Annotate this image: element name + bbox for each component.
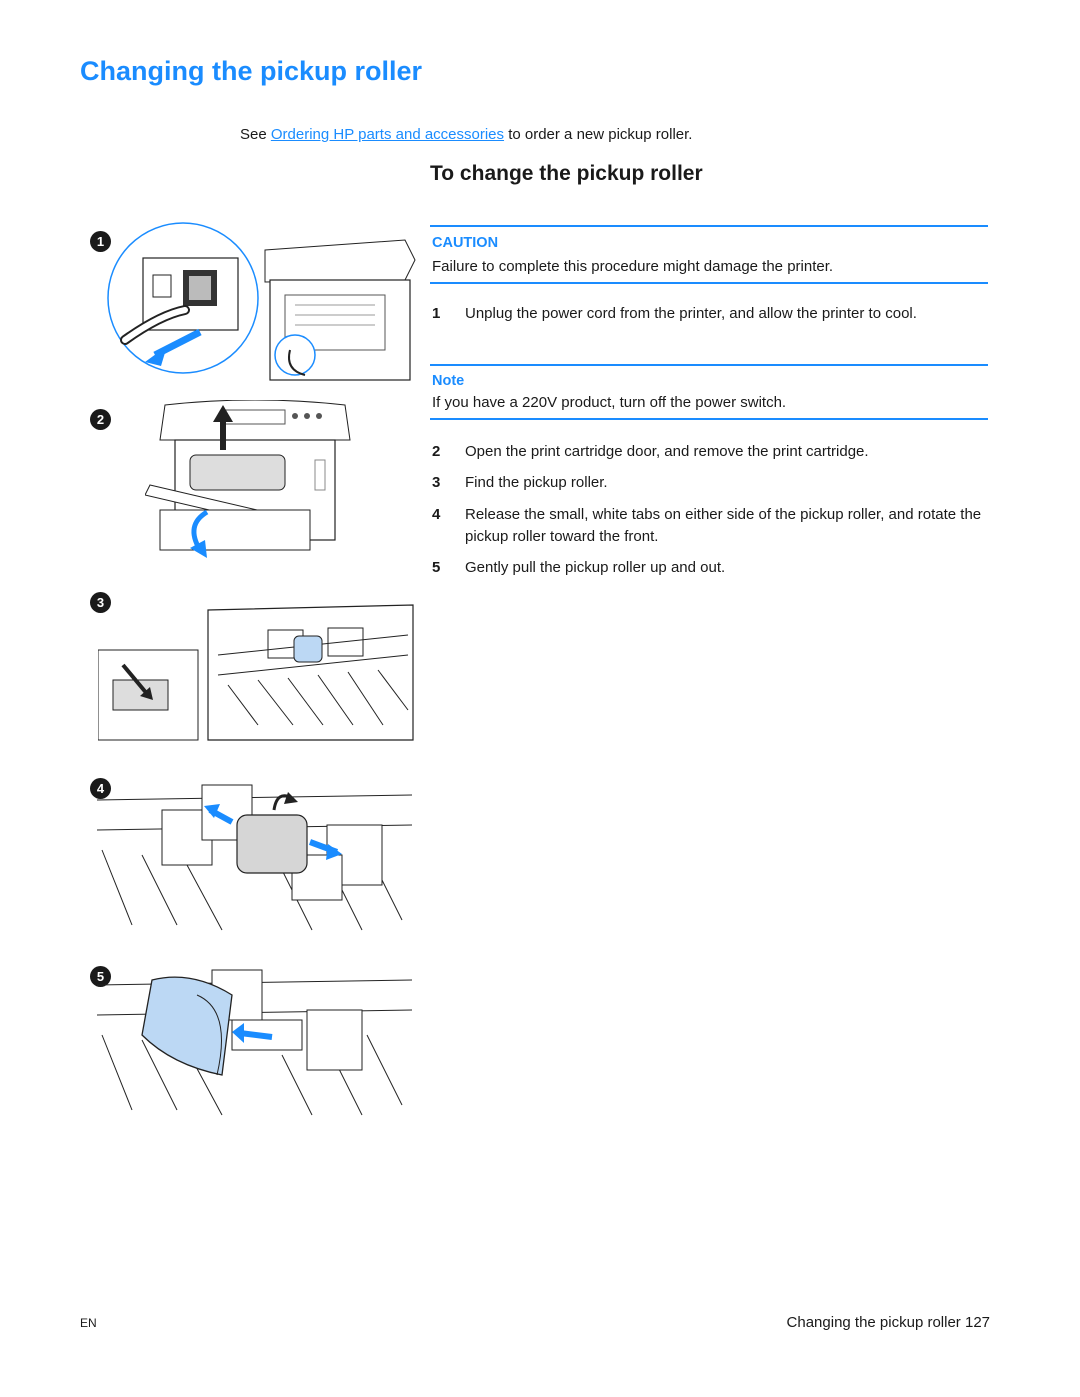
- note-label: Note: [432, 373, 465, 389]
- caution-bottom-rule: [430, 282, 988, 284]
- illustration-badge-4: 4: [90, 778, 111, 799]
- note-text: If you have a 220V product, turn off the…: [432, 394, 787, 411]
- ordering-parts-link[interactable]: Ordering HP parts and accessories: [270, 126, 505, 143]
- locate-pickup-roller-illustration: [98, 604, 414, 741]
- unplug-power-cord-illustration: [107, 222, 416, 381]
- step-text: Gently pull the pickup roller up and out…: [465, 559, 726, 576]
- step-text: Release the small, white tabs on either …: [465, 506, 982, 545]
- open-cartridge-door-illustration: [145, 400, 351, 558]
- footer-language: EN: [80, 1316, 97, 1330]
- illustration-badge-2: 2: [90, 409, 111, 430]
- page-title: Changing the pickup roller: [80, 56, 423, 86]
- step-number: 4: [432, 506, 441, 523]
- intro-text: See Ordering HP parts and accessories to…: [240, 126, 692, 143]
- caution-text: Failure to complete this procedure might…: [432, 258, 834, 275]
- step-5: 5 Gently pull the pickup roller up and o…: [432, 557, 992, 579]
- note-bottom-rule: [430, 418, 988, 420]
- step-3: 3 Find the pickup roller.: [432, 472, 992, 494]
- release-roller-tabs-illustration: [96, 784, 413, 931]
- step-text: Open the print cartridge door, and remov…: [465, 443, 869, 460]
- step-2: 2 Open the print cartridge door, and rem…: [432, 441, 992, 463]
- step-number: 2: [432, 443, 441, 460]
- step-4: 4 Release the small, white tabs on eithe…: [432, 504, 992, 548]
- step-number: 3: [432, 474, 441, 491]
- step-number: 5: [432, 559, 441, 576]
- caution-label: CAUTION: [432, 235, 499, 251]
- step-number: 1: [432, 305, 441, 322]
- section-heading: To change the pickup roller: [430, 162, 703, 185]
- intro-suffix: to order a new pickup roller.: [504, 126, 693, 143]
- step-text: Find the pickup roller.: [465, 474, 608, 491]
- illustration-badge-5: 5: [90, 966, 111, 987]
- illustration-badge-1: 1: [90, 231, 111, 252]
- step-1: 1 Unplug the power cord from the printer…: [432, 303, 992, 325]
- intro-prefix: See: [240, 126, 271, 143]
- step-text: Unplug the power cord from the printer, …: [465, 305, 917, 322]
- remove-roller-illustration: [96, 969, 413, 1116]
- note-top-rule: [430, 364, 988, 366]
- illustration-badge-3: 3: [90, 592, 111, 613]
- footer-page-label: Changing the pickup roller 127: [786, 1314, 990, 1331]
- caution-top-rule: [430, 225, 988, 227]
